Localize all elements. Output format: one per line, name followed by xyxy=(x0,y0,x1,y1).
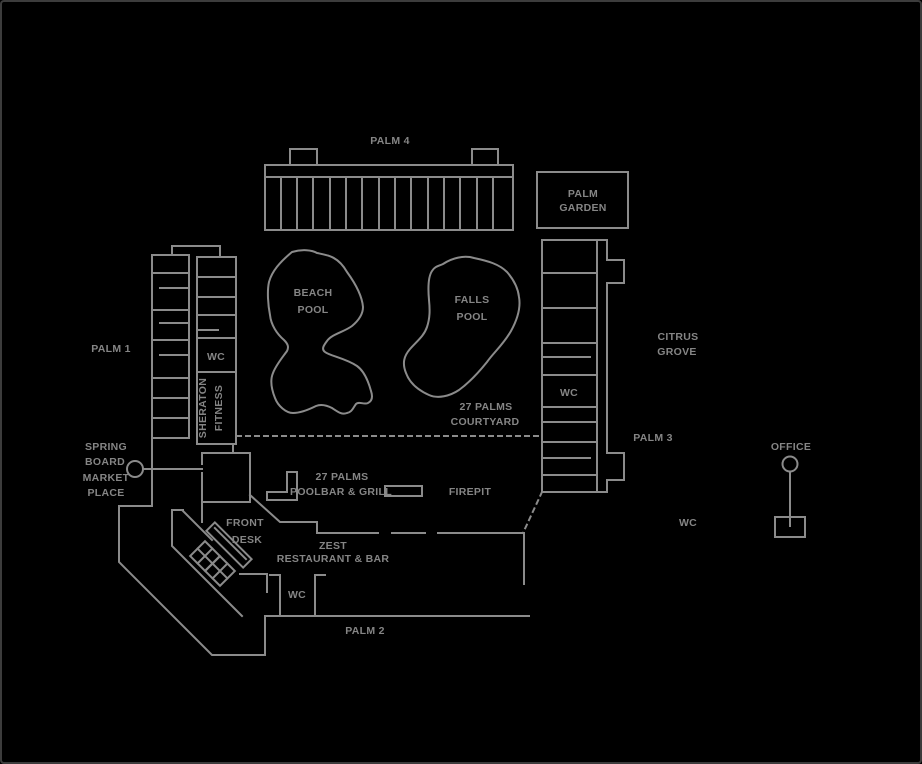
fitness-wing-dividers xyxy=(196,276,237,373)
label-courtyard-line2: COURTYARD xyxy=(451,416,520,428)
front-desk-inner-line xyxy=(213,526,248,561)
label-office-wc: WC xyxy=(679,517,697,529)
lobby-wc-room xyxy=(269,574,326,617)
office-box xyxy=(774,516,806,538)
palm-3-room-dividers xyxy=(541,272,598,476)
marketplace-room xyxy=(201,443,251,523)
label-palm-garden-line2: GARDEN xyxy=(559,202,606,214)
label-beach-pool-line2: POOL xyxy=(298,304,329,316)
palm-garden-outline xyxy=(536,171,629,229)
elevator-box-2-cross xyxy=(211,562,229,580)
label-lobby-wc: WC xyxy=(288,589,306,601)
label-palm-1-wc: WC xyxy=(207,351,225,363)
palm-3-outline xyxy=(541,239,608,493)
label-falls-pool-line2: POOL xyxy=(457,311,488,323)
label-zest-line1: ZEST xyxy=(319,540,347,552)
lobby-exit-wall xyxy=(239,573,268,593)
palm-3-corridor xyxy=(606,239,625,493)
front-desk-counter xyxy=(204,520,254,570)
beach-pool-shape xyxy=(266,249,373,415)
label-palm-garden-line1: PALM xyxy=(568,188,598,200)
palm-1-room-dividers xyxy=(151,272,190,419)
palm-4-building xyxy=(264,148,514,231)
fitness-wing xyxy=(196,256,237,445)
label-beach-pool-line1: BEACH xyxy=(294,287,333,299)
label-poolbar-line1: 27 PALMS xyxy=(316,471,369,483)
elevator-box-2 xyxy=(203,554,237,588)
label-falls-pool-line1: FALLS xyxy=(455,294,490,306)
fitness-wing-outline xyxy=(196,256,237,445)
label-office: OFFICE xyxy=(771,441,811,453)
label-palm-1: PALM 1 xyxy=(91,343,131,355)
lobby-outer-boundary xyxy=(118,437,530,656)
label-citrus-grove-line1: CITRUS xyxy=(658,331,699,343)
poolbar-bar-rect xyxy=(384,485,423,497)
label-springboard-line4: PLACE xyxy=(87,487,124,499)
label-citrus-grove-line2: GROVE xyxy=(657,346,696,358)
label-front-desk-line1: FRONT xyxy=(226,517,264,529)
falls-pool-shape xyxy=(402,255,521,398)
label-springboard-line1: SPRING xyxy=(85,441,127,453)
label-springboard-line2: BOARD xyxy=(85,456,125,468)
label-palm-2: PALM 2 xyxy=(345,625,385,637)
label-palm-3: PALM 3 xyxy=(633,432,673,444)
palm-1-building xyxy=(151,245,221,439)
poolbar-counter-l-shape xyxy=(266,471,298,501)
courtyard-dashed-diagonal xyxy=(521,490,544,535)
palm-1-roof-bump xyxy=(171,245,221,258)
front-desk-rect xyxy=(204,520,254,570)
label-poolbar-line2: POOLBAR & GRILL xyxy=(290,486,392,498)
label-courtyard-line1: 27 PALMS xyxy=(460,401,513,413)
label-palm-4: PALM 4 xyxy=(370,135,410,147)
elevator-box-1-cross xyxy=(196,547,214,565)
label-springboard-line3: MARKET xyxy=(83,472,130,484)
palm-3-building xyxy=(541,239,625,493)
label-firepit: FIREPIT xyxy=(449,486,492,498)
office-structure xyxy=(774,455,806,538)
palm-4-outline xyxy=(264,164,514,231)
label-front-desk-line2: DESK xyxy=(232,534,262,546)
label-palm-3-wc: WC xyxy=(560,387,578,399)
label-sheraton-fitness-line1: SHERATON xyxy=(197,378,209,438)
label-sheraton-fitness-line2: FITNESS xyxy=(213,385,225,431)
label-zest-line2: RESTAURANT & BAR xyxy=(277,553,390,565)
palm-4-room-dividers xyxy=(280,176,494,231)
poolbar-structure xyxy=(266,471,423,501)
lobby-inner-walls xyxy=(171,509,244,618)
restaurant-walls xyxy=(248,493,525,585)
palm-1-outline xyxy=(151,254,190,439)
palm-4-roof-bumps xyxy=(289,148,499,166)
